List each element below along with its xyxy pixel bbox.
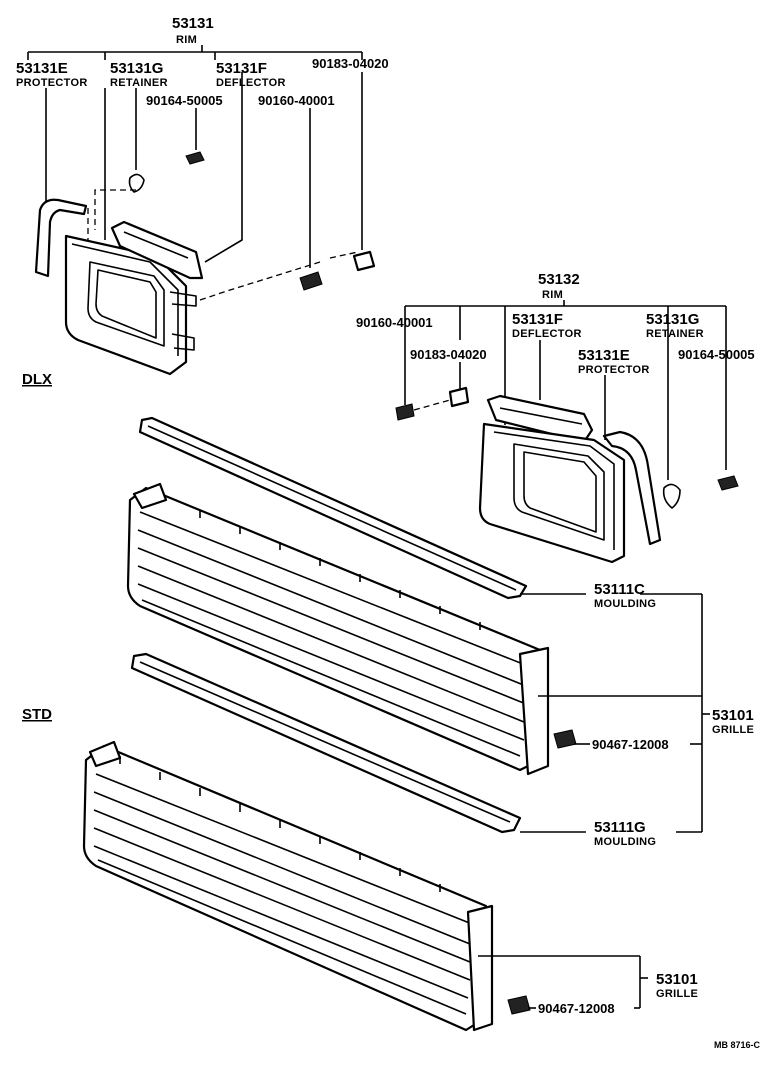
dlx-section-label: DLX [22, 371, 52, 388]
rh-deflector-part: 53131F [512, 311, 563, 328]
dlx-rim-part: 53131 [172, 15, 214, 32]
dlx-leader-lines [27, 45, 363, 268]
rh-rim-drawing [395, 386, 739, 564]
std-grille-part: 53101 [712, 707, 754, 724]
lower-grille-drawing [82, 740, 531, 1032]
std-grille-name: GRILLE [712, 724, 754, 736]
rh-bolt-part: 90160-40001 [356, 315, 433, 330]
dlx-deflector-part: 53131F [216, 60, 267, 77]
rh-retainer-part: 53131G [646, 311, 699, 328]
std-moulding-g-name: MOULDING [594, 836, 656, 848]
rh-clip-part: 90183-04020 [410, 347, 487, 362]
std-nut-part: 90467-12008 [592, 737, 669, 752]
upper-grille-drawing [126, 416, 577, 834]
std-moulding-g-part: 53111G [594, 819, 646, 836]
std-section-label: STD [22, 706, 52, 723]
rh-protector-name: PROTECTOR [578, 364, 650, 376]
std-moulding-c-name: MOULDING [594, 598, 656, 610]
lower-grille-part: 53101 [656, 971, 698, 988]
std-moulding-c-part: 53111C [594, 581, 645, 598]
dlx-protector-part: 53131E [16, 60, 68, 77]
rh-protector-part: 53131E [578, 347, 630, 364]
dlx-retainer-part: 53131G [110, 60, 163, 77]
dlx-protector-name: PROTECTOR [16, 77, 88, 89]
dlx-rim-drawing [34, 151, 376, 376]
diagram-code: MB 8716-C [714, 1040, 761, 1050]
rh-rim-name: RIM [542, 289, 563, 301]
lower-grille-name: GRILLE [656, 988, 698, 1000]
std-leader-lines [520, 593, 710, 833]
lower-nut-part: 90467-12008 [538, 1001, 615, 1016]
dlx-deflector-name: DEFLECTOR [216, 77, 286, 89]
rh-retainer-name: RETAINER [646, 328, 704, 340]
rh-leader-lines [404, 300, 727, 480]
dlx-screw-part: 90164-50005 [146, 93, 223, 108]
lower-leader-lines [478, 955, 648, 1009]
rh-screw-part: 90164-50005 [678, 347, 755, 362]
rh-rim-part: 53132 [538, 271, 580, 288]
dlx-clip-part: 90183-04020 [312, 56, 389, 71]
dlx-rim-name: RIM [176, 34, 197, 46]
rh-deflector-name: DEFLECTOR [512, 328, 582, 340]
dlx-retainer-name: RETAINER [110, 77, 168, 89]
dlx-bolt-part: 90160-40001 [258, 93, 335, 108]
